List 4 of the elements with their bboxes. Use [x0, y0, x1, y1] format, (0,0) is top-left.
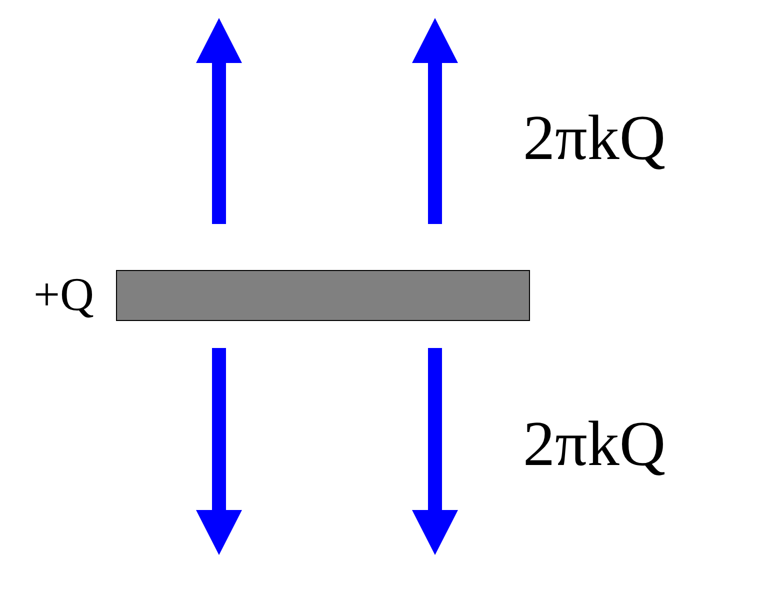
charged-plate	[116, 270, 530, 321]
field-label: 2πkQ	[523, 106, 666, 170]
charge-label: +Q	[34, 272, 94, 319]
field-label: 2πkQ	[523, 412, 666, 476]
